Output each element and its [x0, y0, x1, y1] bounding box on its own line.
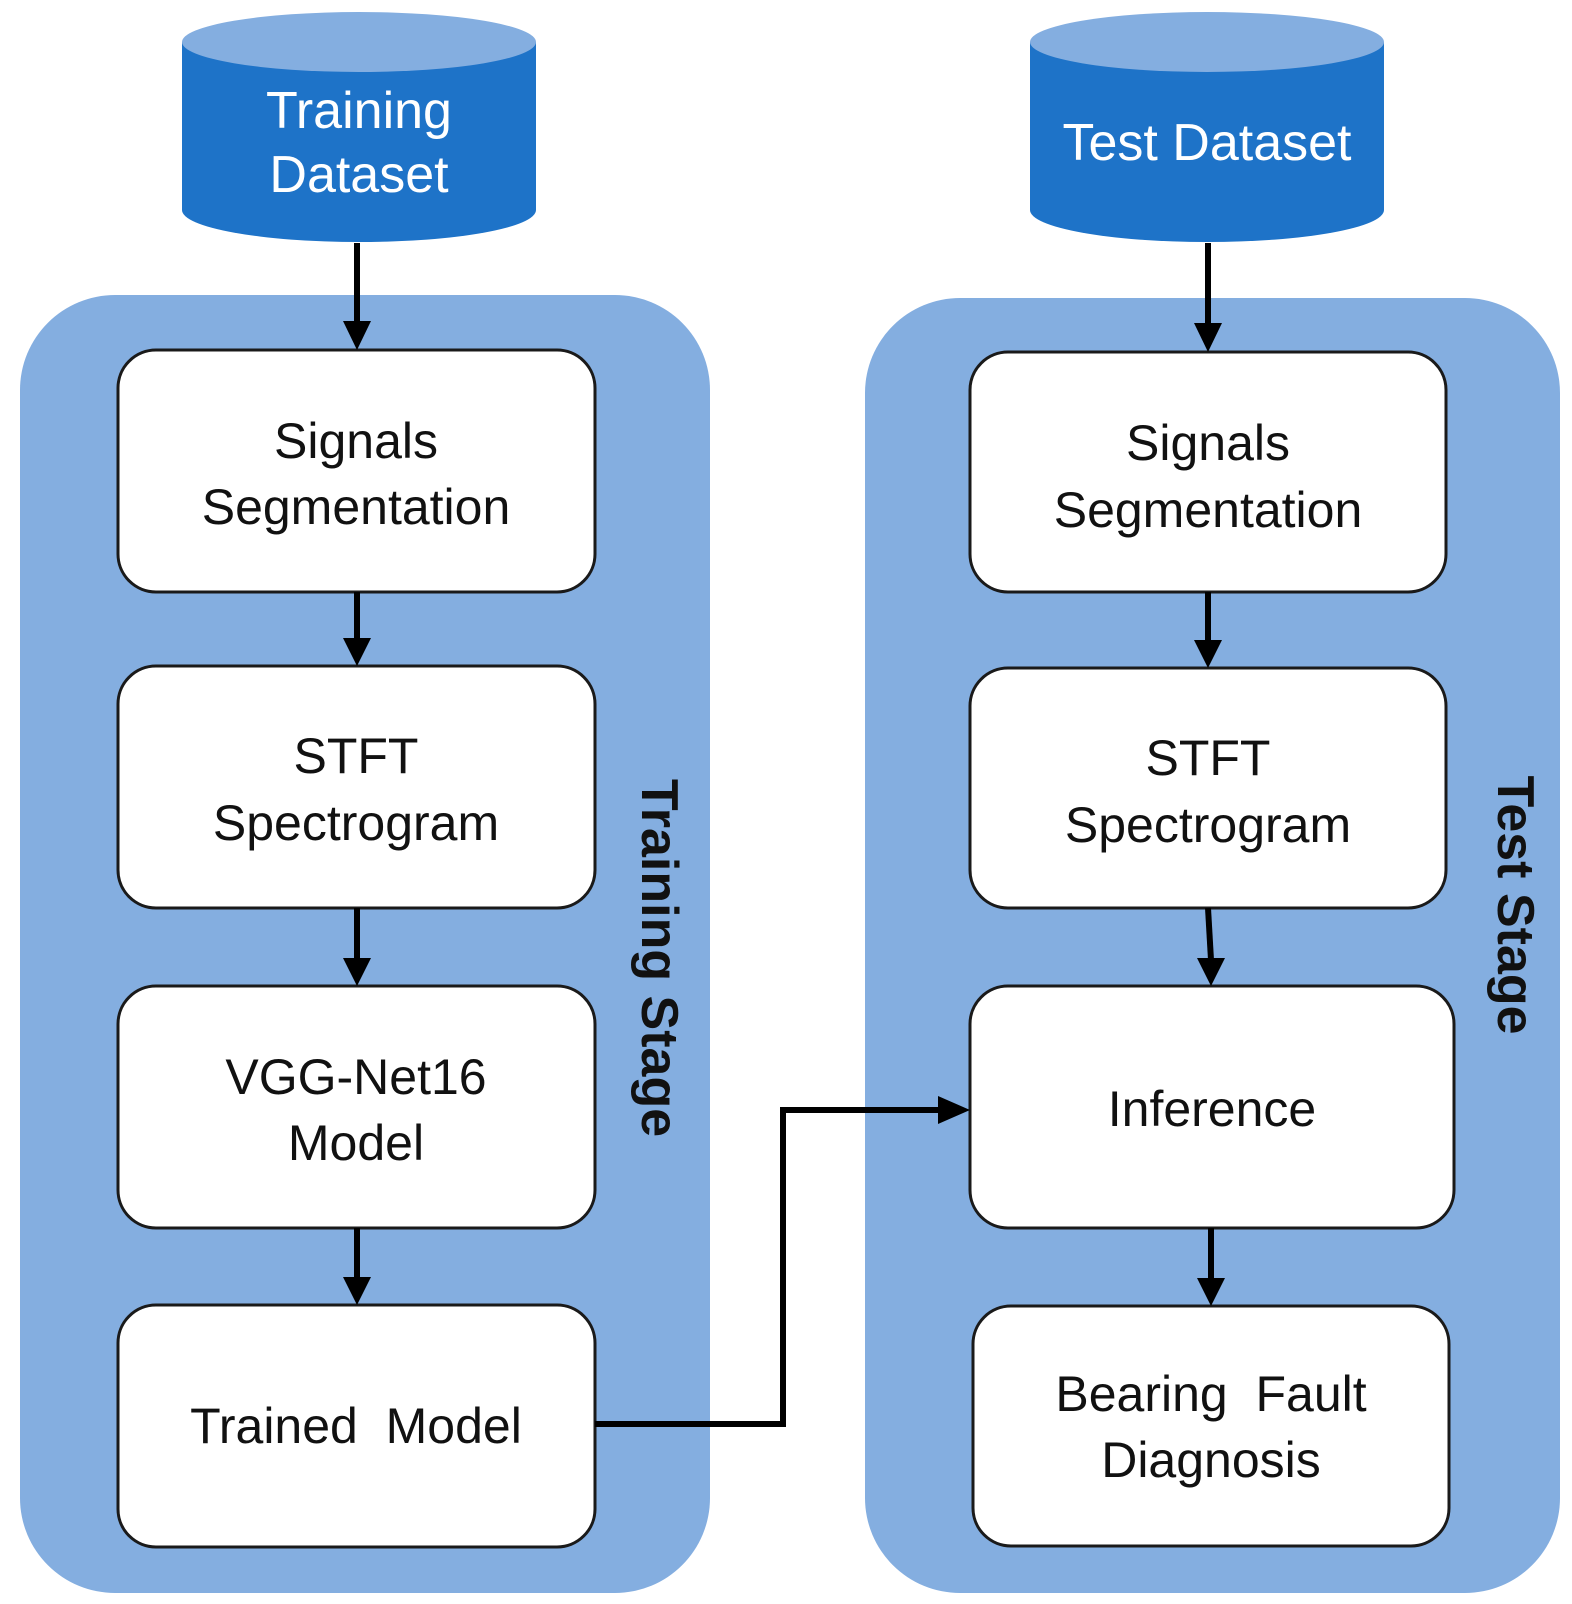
- training-box2-line2: Spectrogram: [213, 795, 499, 851]
- test-dataset-cylinder: Test Dataset: [1030, 12, 1384, 242]
- test-box1-line1: Signals: [1126, 415, 1290, 471]
- test-box4-line1: Bearing Fault: [1055, 1366, 1366, 1422]
- training-vgg-model-box: [116, 984, 597, 1230]
- test-box2-line1: STFT: [1146, 730, 1271, 786]
- test-stft-spectrogram-box: [968, 666, 1448, 910]
- training-box1-line1: Signals: [274, 413, 438, 469]
- training-dataset-label-line1: Training: [266, 82, 452, 140]
- training-arrow-1: [343, 243, 371, 350]
- test-dataset-label: Test Dataset: [1062, 114, 1352, 172]
- test-signals-segmentation-box: [968, 350, 1448, 594]
- training-stft-spectrogram-box: [116, 664, 597, 910]
- test-box2-line2: Spectrogram: [1065, 797, 1351, 853]
- test-arrow-3: [1197, 907, 1225, 986]
- training-arrow-2: [343, 592, 371, 666]
- training-signals-segmentation-box: [116, 348, 597, 594]
- test-stage-label: Test Stage: [1486, 775, 1544, 1034]
- test-box3-label: Inference: [1108, 1081, 1316, 1137]
- training-dataset-label-line2: Dataset: [269, 146, 449, 204]
- test-bearing-fault-diagnosis-box: [971, 1304, 1451, 1548]
- test-box1-line2: Segmentation: [1054, 482, 1363, 538]
- training-box1-line2: Segmentation: [202, 479, 511, 535]
- test-arrow-2: [1194, 592, 1222, 668]
- training-box3-line2: Model: [288, 1115, 424, 1171]
- training-box2-line1: STFT: [294, 728, 419, 784]
- training-box4-label: Trained Model: [190, 1398, 522, 1454]
- training-arrow-4: [343, 1228, 371, 1305]
- training-stage-panel: [20, 295, 710, 1593]
- training-arrow-3: [343, 908, 371, 986]
- training-box3-line1: VGG-Net16: [225, 1049, 486, 1105]
- training-dataset-cylinder: Training Dataset: [182, 12, 536, 242]
- test-box4-line2: Diagnosis: [1101, 1432, 1321, 1488]
- training-stage-label: Training Stage: [630, 779, 688, 1137]
- test-arrow-4: [1197, 1228, 1225, 1306]
- trained-model-to-inference-connector: [595, 1096, 970, 1427]
- test-arrow-1: [1194, 243, 1222, 352]
